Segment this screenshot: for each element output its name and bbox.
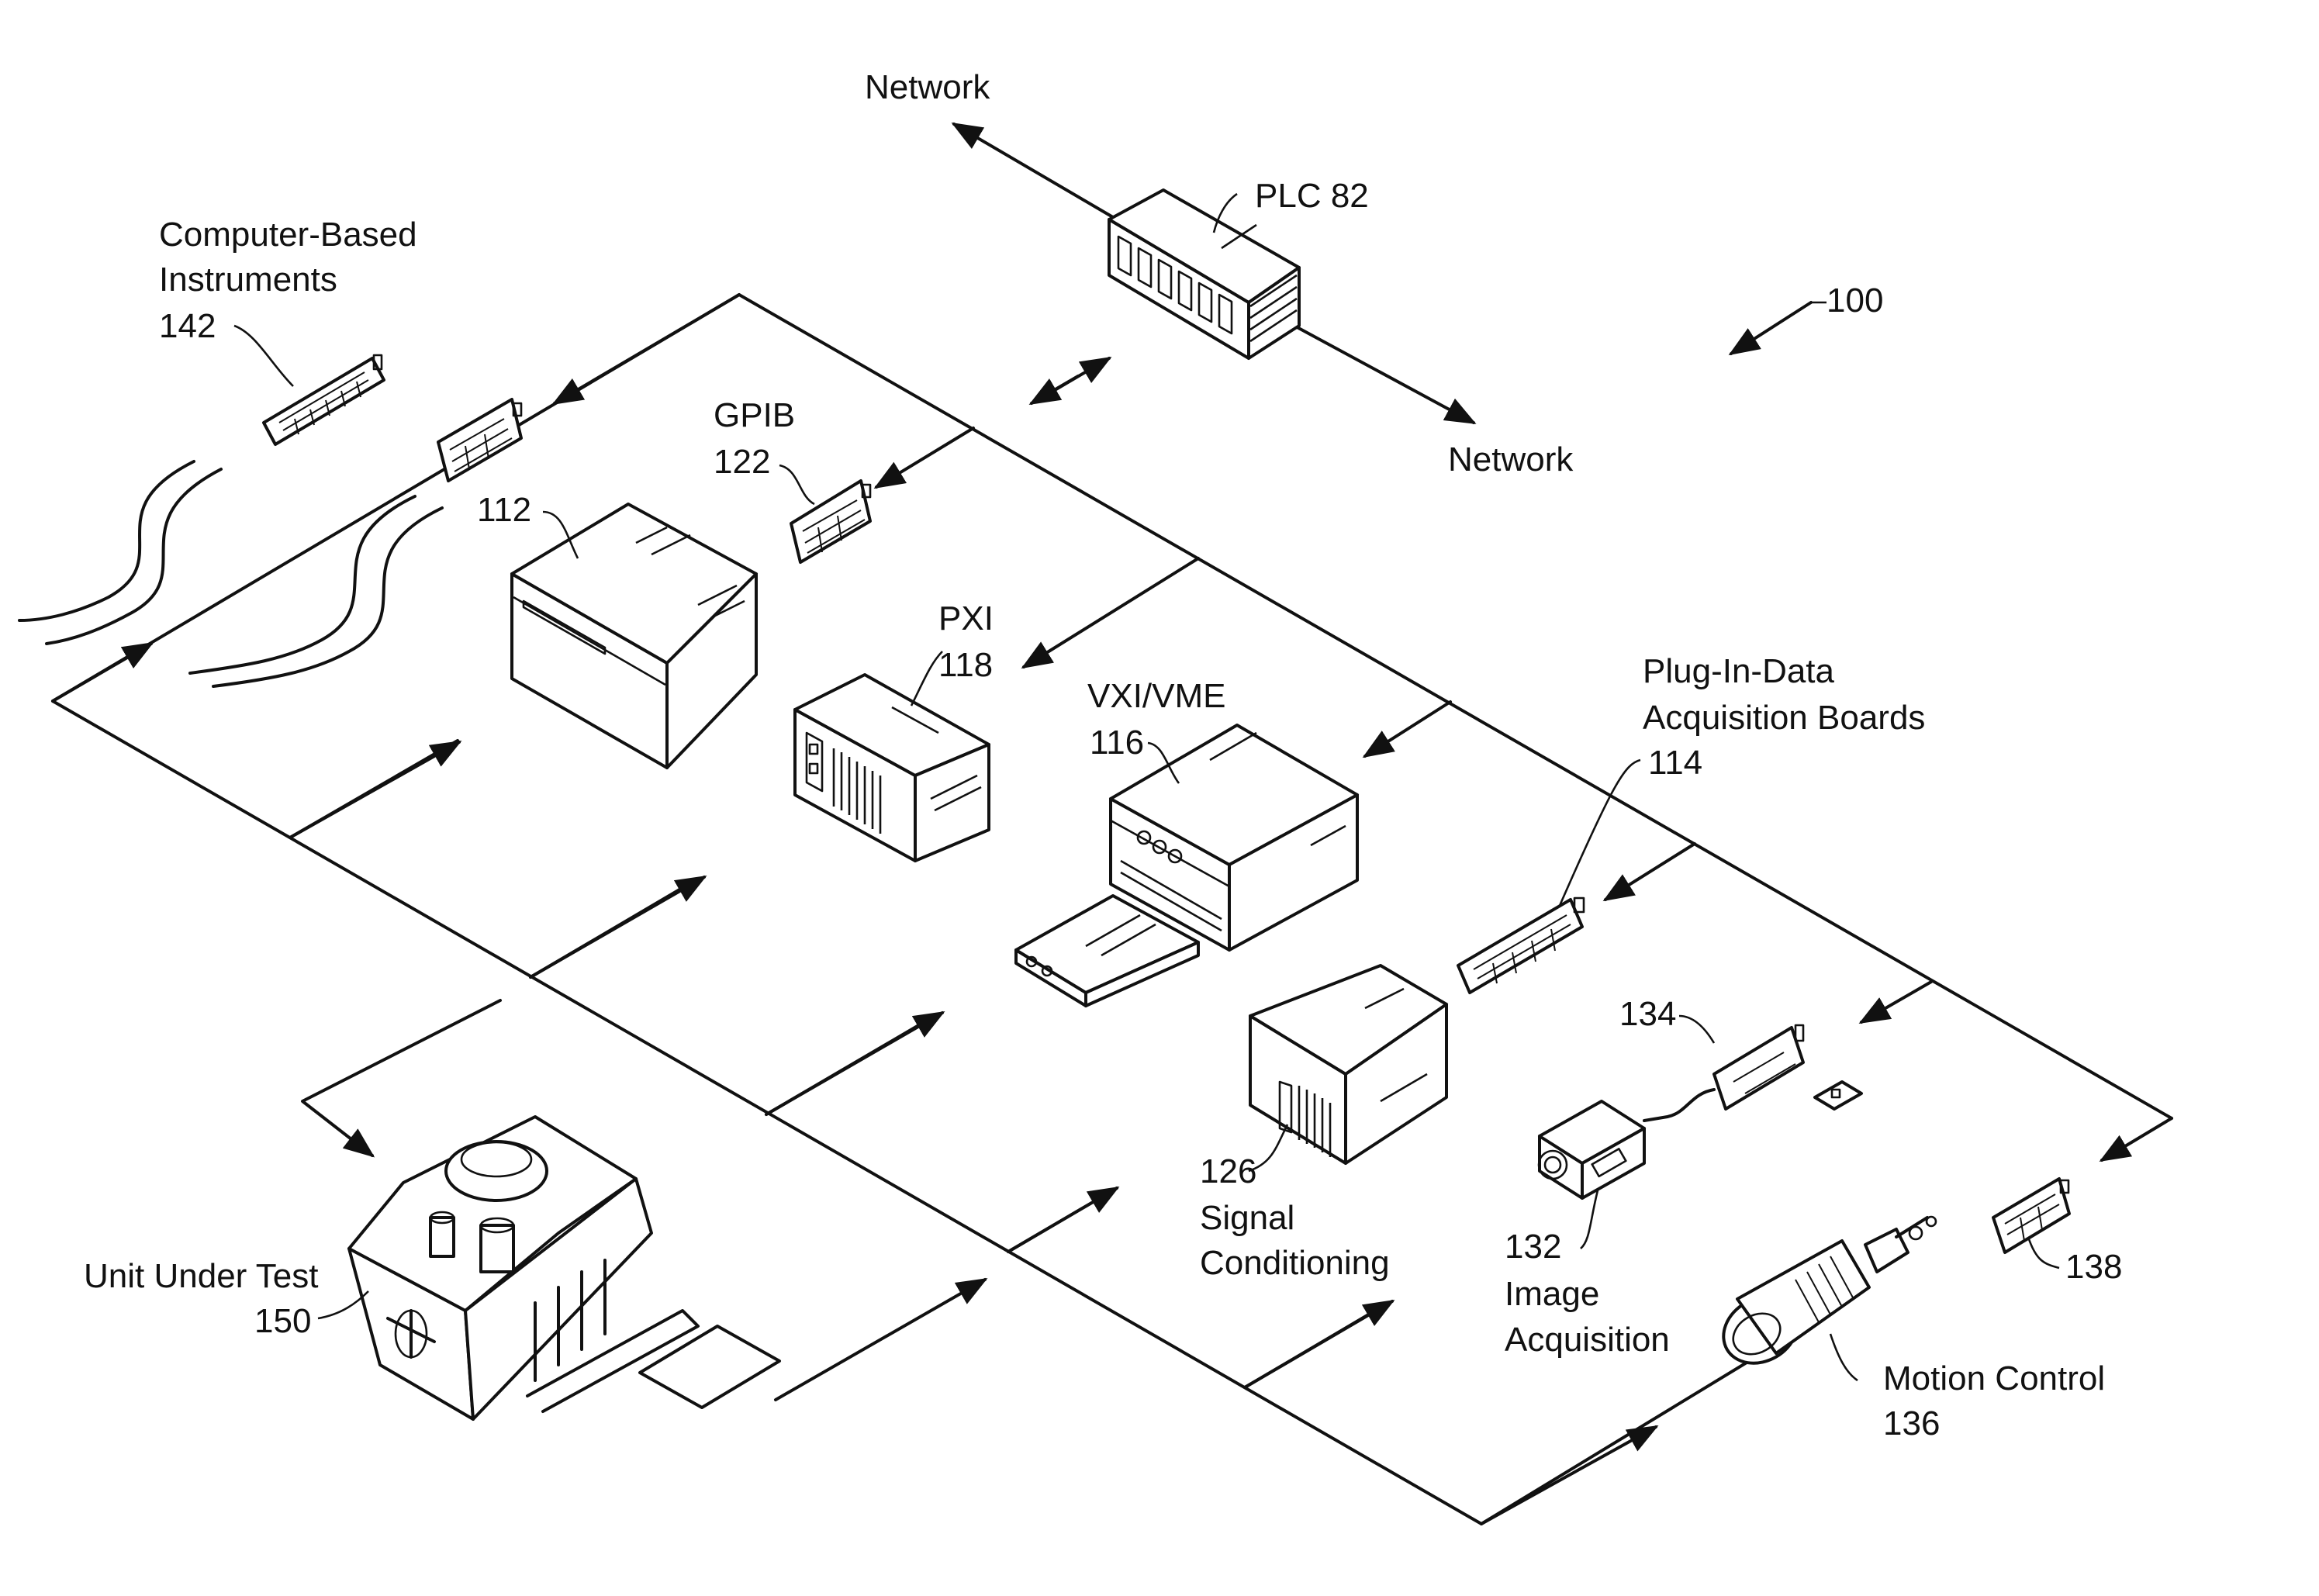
label-image-line1: Image (1505, 1275, 1599, 1313)
label-computer-ref: 112 (477, 491, 531, 529)
label-motion-card-ref: 138 (2065, 1248, 2122, 1286)
label-signal-ref: 126 (1200, 1152, 1256, 1190)
plug-in-card-wireless (438, 399, 521, 481)
plc-device (1109, 190, 1299, 358)
label-daq-ref: 114 (1648, 744, 1702, 782)
arrow-up-1 (290, 742, 459, 838)
label-plc: PLC 82 (1255, 177, 1369, 215)
label-board-ref: 134 (1619, 995, 1676, 1033)
arrow-from-uut (776, 1280, 985, 1400)
arrow-network-right (1291, 324, 1474, 423)
unit-under-test-150 (349, 1117, 779, 1419)
camera-132 (1539, 1101, 1644, 1198)
label-uut-line1: Unit Under Test (84, 1257, 318, 1295)
arrow-to-motion-card (2102, 1118, 2172, 1160)
label-image-ref: 132 (1505, 1228, 1561, 1266)
label-computer-instruments-ref: 142 (159, 307, 216, 345)
label-gpib-name: GPIB (714, 396, 795, 434)
arrow-plc-link-up (1055, 358, 1109, 390)
label-pxi-name: PXI (938, 599, 994, 637)
plug-in-card-daq-114 (1458, 898, 1584, 993)
label-daq-line1: Plug-In-Data (1643, 652, 1835, 690)
label-motion-ref: 136 (1883, 1404, 1940, 1442)
motor-136 (1712, 1217, 1936, 1377)
arrow-to-computer-instruments (555, 295, 739, 403)
arrow-up-3 (766, 1013, 942, 1114)
arrow-to-pxi (1024, 558, 1198, 667)
plug-in-card-motion-138 (1993, 1179, 2069, 1252)
label-computer-instruments-line2: Instruments (159, 261, 337, 299)
label-network-right: Network (1448, 440, 1574, 478)
arrow-network-top (954, 124, 1117, 219)
arrow-up-2 (531, 877, 704, 977)
plug-in-card-142 (264, 355, 384, 444)
label-pxi-ref: 118 (938, 646, 993, 684)
arrow-to-vxi (1365, 702, 1450, 756)
label-daq-line2: Acquisition Boards (1643, 699, 1925, 737)
label-gpib-ref: 122 (714, 443, 770, 481)
arrow-to-wireless (53, 644, 151, 701)
signal-conditioning-126 (1250, 966, 1446, 1163)
label-computer-instruments-line1: Computer-Based (159, 216, 417, 254)
label-signal-line2: Conditioning (1200, 1244, 1390, 1282)
label-network-top: Network (865, 68, 990, 106)
arrow-up-4 (1008, 1188, 1117, 1252)
label-signal-line1: Signal (1200, 1199, 1294, 1237)
label-figure-ref: 100 (1827, 282, 1883, 320)
arrow-to-image-board (1861, 982, 1931, 1022)
label-uut-ref: 150 (254, 1302, 311, 1340)
label-vxi-ref: 116 (1090, 724, 1144, 762)
arrow-up-5 (1245, 1301, 1392, 1387)
label-vxi-name: VXI/VME (1087, 677, 1226, 715)
arrow-to-daq (1605, 844, 1695, 900)
arrow-to-gpib (876, 428, 973, 487)
image-acquisition-board-134 (1644, 1025, 1803, 1121)
wireless-waves (19, 461, 442, 686)
vxi-vme-chassis-116 (1016, 725, 1357, 1006)
label-image-line2: Acquisition (1505, 1321, 1670, 1359)
arrow-to-uut (302, 1000, 500, 1156)
figure-ref-arrow (1731, 302, 1811, 354)
small-chip (1815, 1082, 1861, 1109)
label-motion-line1: Motion Control (1883, 1359, 2105, 1397)
arrow-up-6 (1481, 1427, 1656, 1524)
computer-112 (512, 504, 756, 768)
pxi-chassis-118 (795, 675, 989, 861)
